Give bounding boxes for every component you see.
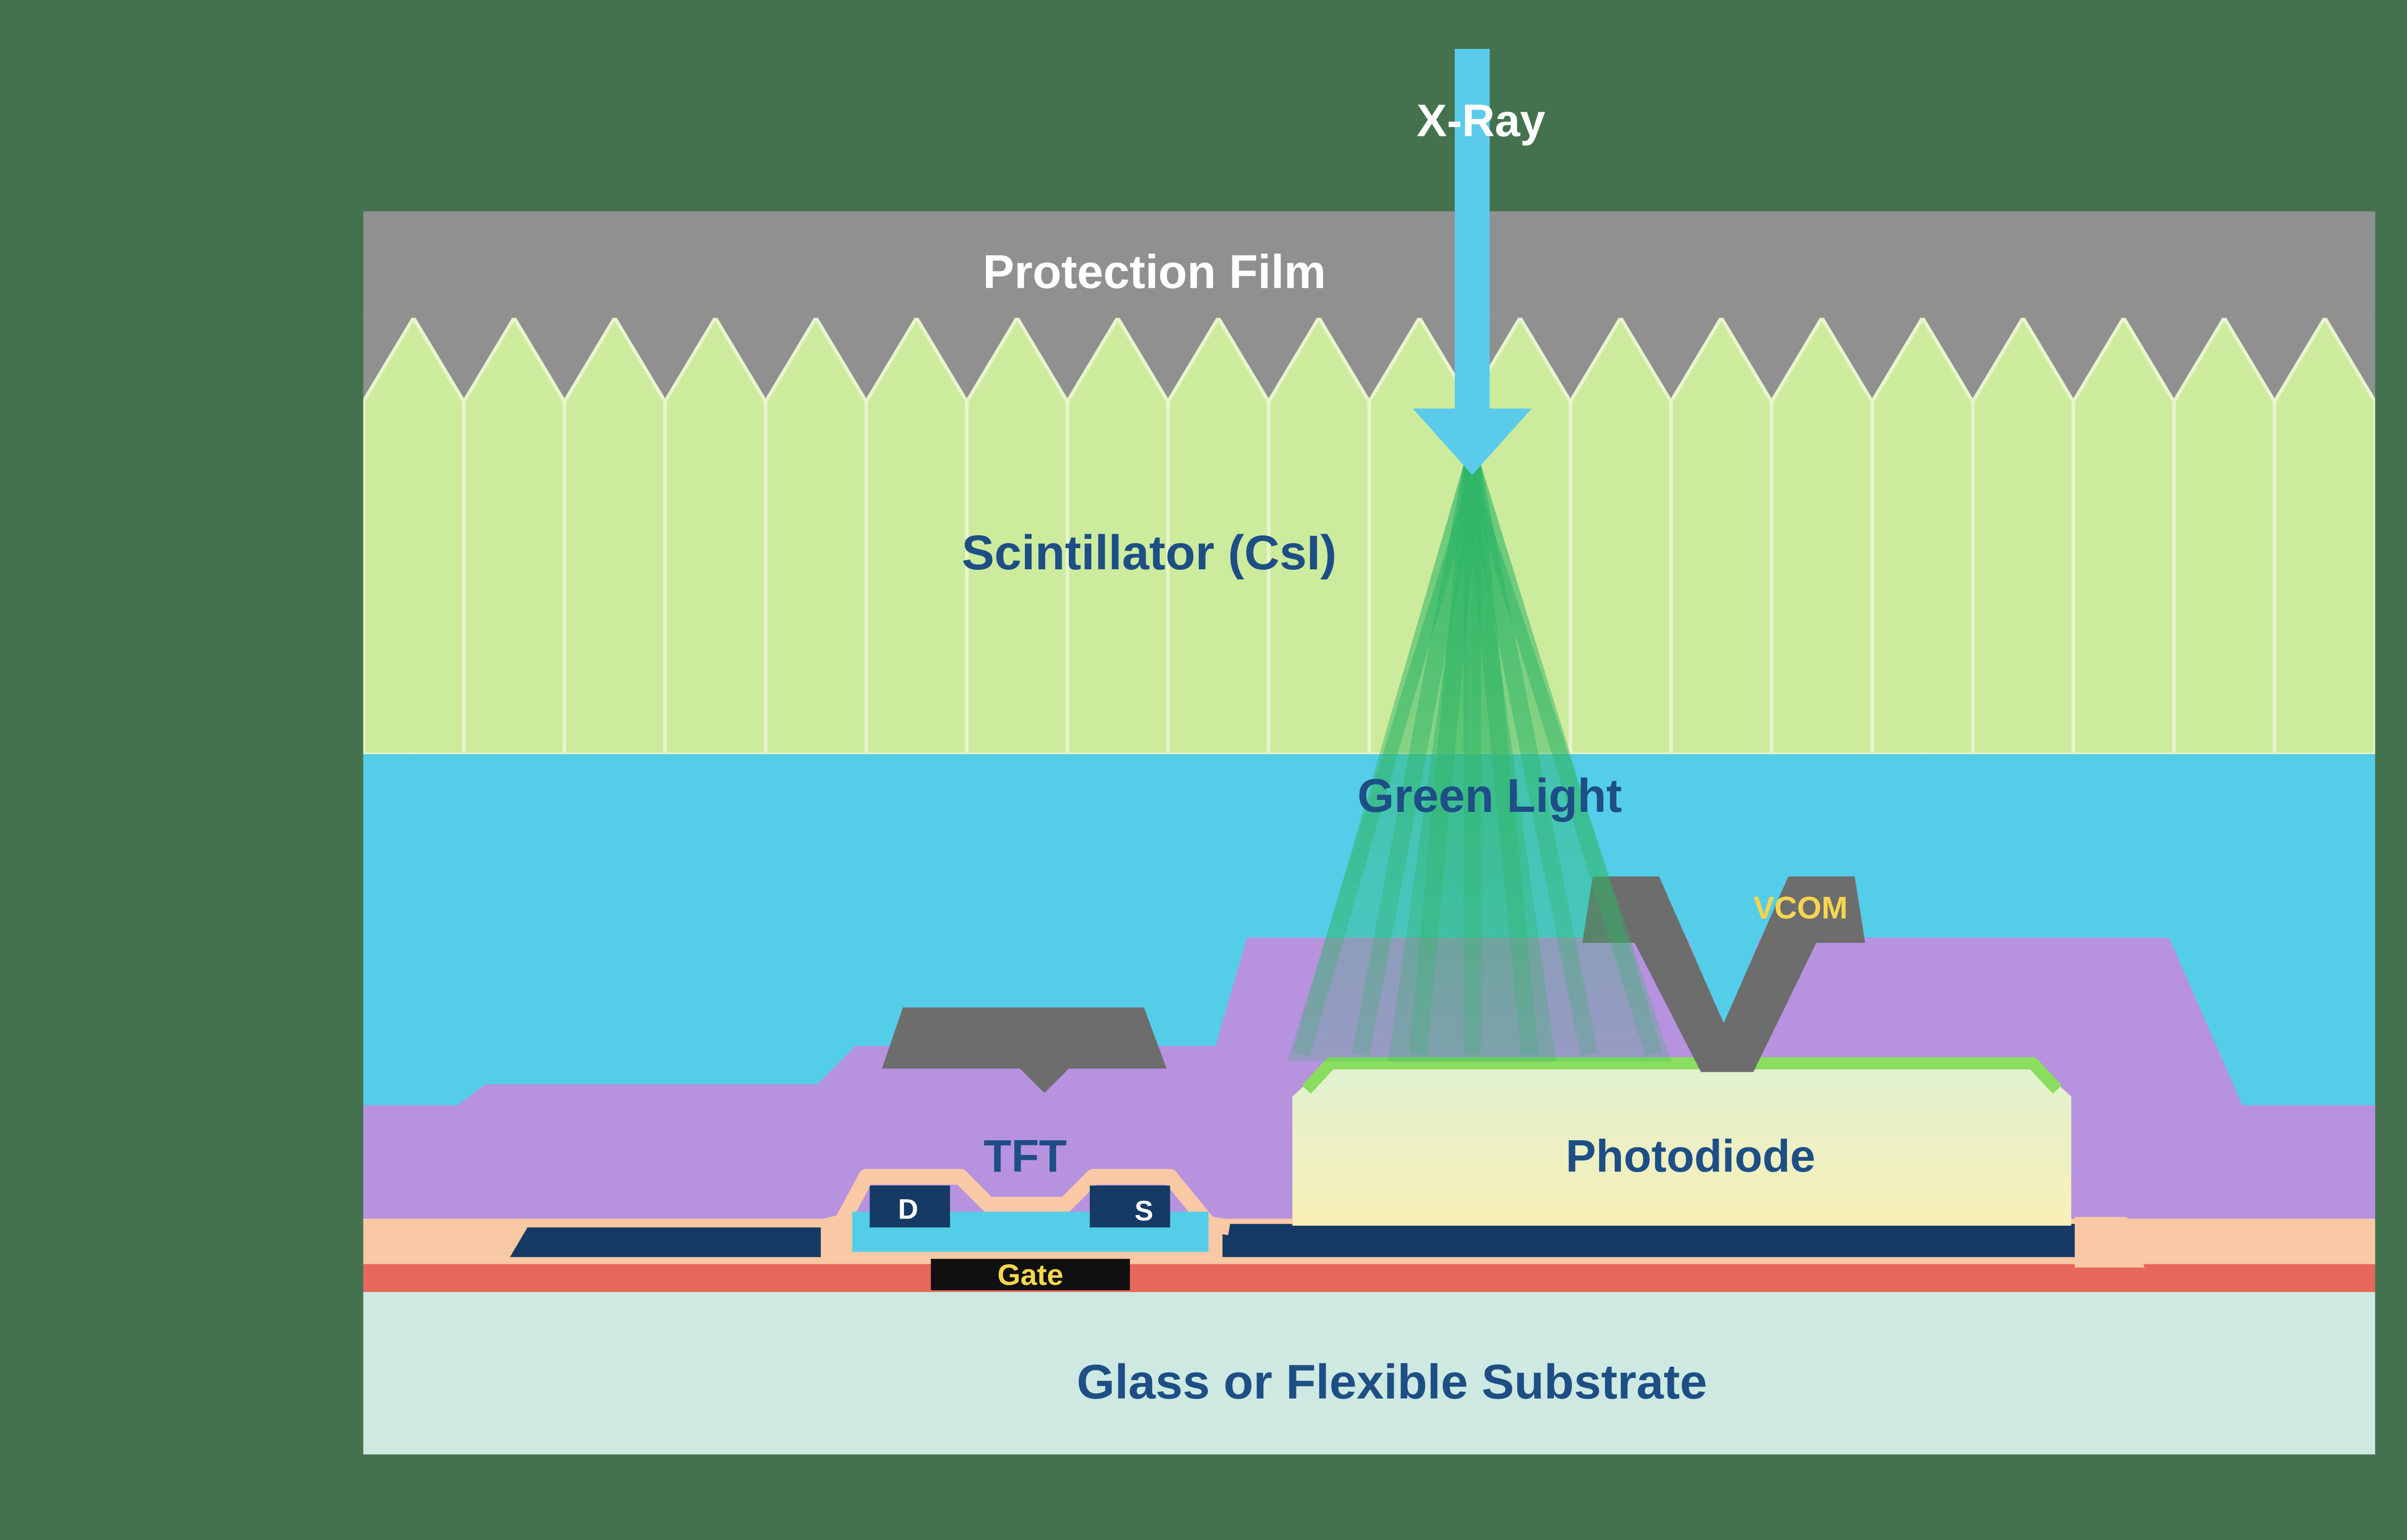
vcom-notch bbox=[1666, 883, 1782, 1030]
photodiode-label: Photodiode bbox=[1566, 1130, 1815, 1181]
vcom-label: VCOM bbox=[1753, 890, 1848, 925]
substrate-layer bbox=[363, 1292, 2375, 1455]
substrate-label: Glass or Flexible Substrate bbox=[1077, 1354, 1708, 1409]
tft-gate-electrode bbox=[931, 1258, 1130, 1291]
tft-passivation-outline bbox=[819, 1168, 1231, 1235]
vcom-electrode bbox=[1582, 876, 1865, 1072]
green-light-label: Green Light bbox=[1358, 769, 1622, 822]
gate-label: Gate bbox=[997, 1258, 1063, 1292]
photodiode-block bbox=[1292, 1065, 2071, 1226]
tft-drain-electrode bbox=[869, 1185, 950, 1228]
insulator-layer bbox=[363, 1264, 2375, 1294]
protection-film-label: Protection Film bbox=[983, 245, 1326, 298]
scintillator-layer bbox=[363, 318, 2375, 755]
photodiode-top-edge bbox=[1302, 1057, 2062, 1094]
green-light-cone bbox=[1287, 463, 1671, 1062]
source-label: S bbox=[1135, 1195, 1153, 1227]
pixel-electrode-left bbox=[882, 1007, 1167, 1093]
tft-source-electrode bbox=[1089, 1185, 1170, 1228]
metal-line-left bbox=[510, 1227, 821, 1258]
drain-label: D bbox=[898, 1194, 918, 1225]
xray-label: X-Ray bbox=[1417, 95, 1545, 146]
scintillator-label: Scintillator (CsI) bbox=[962, 525, 1337, 580]
tft-label: TFT bbox=[984, 1130, 1067, 1181]
xray-arrow-icon bbox=[1412, 49, 1532, 475]
passivation-step-right bbox=[2074, 1217, 2145, 1268]
metal-line-right bbox=[1222, 1224, 2103, 1258]
